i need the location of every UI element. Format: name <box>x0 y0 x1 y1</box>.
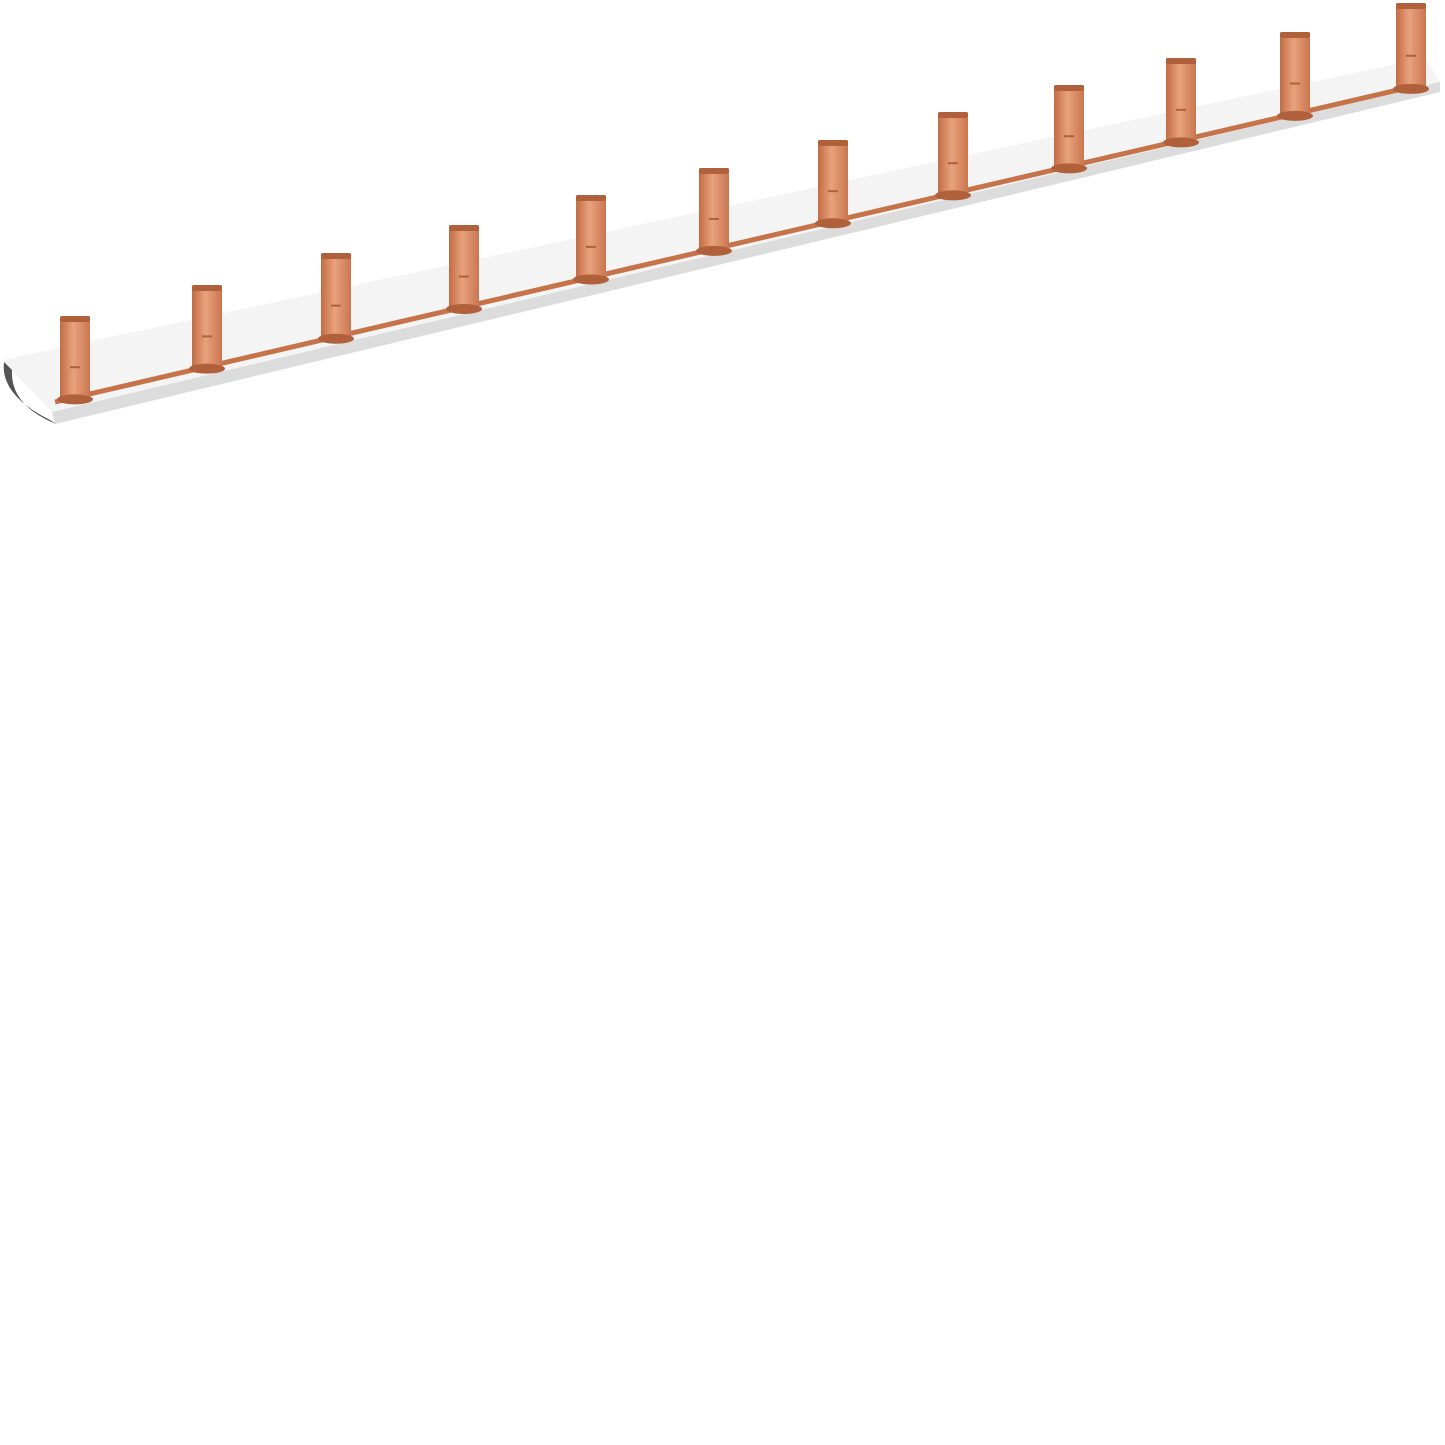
busbar-pin <box>1396 3 1426 91</box>
busbar-pin <box>449 225 479 311</box>
busbar-pin <box>60 316 90 402</box>
pin-top-edge <box>1166 58 1196 64</box>
busbar-pin <box>576 195 606 282</box>
pin-top-edge <box>192 285 222 291</box>
busbar-pin <box>938 112 968 198</box>
pin-foot <box>318 333 354 344</box>
pin-top-edge <box>1054 85 1084 91</box>
busbar-pin <box>1166 58 1196 145</box>
pin-foot <box>446 303 482 314</box>
pins-group <box>57 3 1429 405</box>
pin-top-edge <box>818 140 848 146</box>
pin-foot <box>1393 83 1429 94</box>
pin-foot <box>1051 163 1087 174</box>
busbar-pin <box>1054 85 1084 171</box>
pin-top-edge <box>1396 3 1426 9</box>
pin-foot <box>1163 137 1199 148</box>
pin-foot <box>57 394 93 405</box>
pin-top-edge <box>699 168 729 174</box>
busbar-pin <box>192 285 222 371</box>
busbar-pin <box>699 168 729 253</box>
pin-top-edge <box>449 225 479 231</box>
pin-foot <box>1277 110 1313 121</box>
pin-foot <box>189 363 225 374</box>
pin-foot <box>573 274 609 285</box>
busbar-pin <box>818 140 848 226</box>
busbar-pin <box>321 253 351 341</box>
busbar-pin <box>1280 32 1310 118</box>
pin-foot <box>935 190 971 201</box>
strip-front-edge <box>52 82 1440 424</box>
pin-top-edge <box>321 253 351 259</box>
pin-foot <box>696 245 732 256</box>
pin-foot <box>815 218 851 229</box>
strip-left-fold <box>3 362 56 424</box>
pin-top-edge <box>576 195 606 201</box>
copper-bar <box>54 83 1416 405</box>
pin-top-edge <box>60 316 90 322</box>
pin-top-edge <box>1280 32 1310 38</box>
pin-top-edge <box>938 112 968 118</box>
